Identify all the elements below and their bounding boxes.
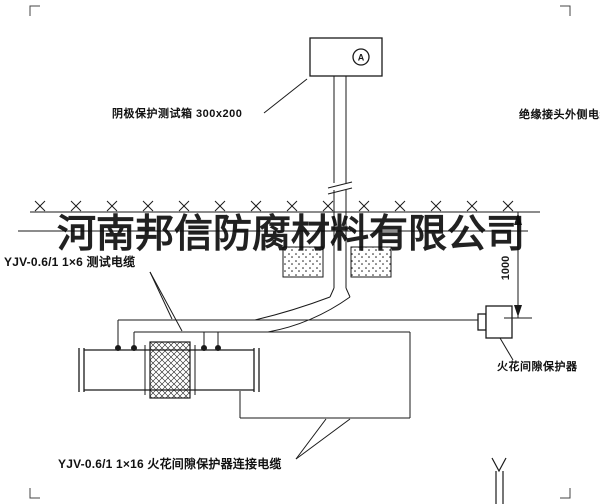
corner-crop-marks <box>29 5 571 499</box>
test-cable-leader-lines <box>149 271 183 332</box>
ground-rod-detail-symbol <box>491 457 507 504</box>
pipe-break-mark <box>327 181 353 189</box>
test-cable-label: YJV-0.6/1 1×6 测试电缆 <box>4 255 136 269</box>
ammeter-circle-icon <box>352 48 370 66</box>
dimension-1000-text: 1000 <box>500 256 512 280</box>
conduit-riser <box>327 76 353 298</box>
cable-weld-dots <box>115 345 221 351</box>
concrete-block-right <box>350 246 392 278</box>
dimension-1000 <box>504 212 532 319</box>
spark-gap-protector-label: 火花间隙保护器 <box>497 361 578 373</box>
connect-cable-label: YJV-0.6/1 1×16 火花间隙保护器连接电缆 <box>58 457 282 471</box>
insulating-joint <box>144 341 196 399</box>
concrete-block-left <box>282 246 324 278</box>
connect-cable-leader-lines <box>295 418 351 460</box>
test-box-leader-line <box>263 78 308 114</box>
test-box-symbol <box>309 37 383 77</box>
test-box-label: 阴极保护测试箱 300x200 <box>112 108 243 120</box>
outer-cable-label: 绝缘接头外侧电缆 <box>519 109 600 121</box>
cable-runs <box>117 296 478 419</box>
spark-gap-leader-line <box>499 337 514 361</box>
pipe-break-mark <box>327 187 353 195</box>
spark-gap-protector-symbol <box>477 305 513 339</box>
ammeter-letter: A <box>358 53 365 63</box>
company-watermark: 河南邦信防腐材料有限公司 <box>57 213 526 256</box>
